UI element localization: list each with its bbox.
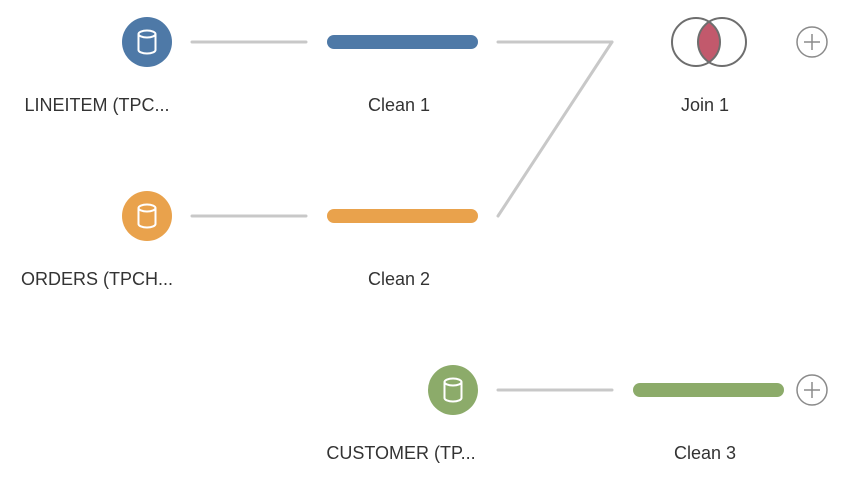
connector-clean2-join1 bbox=[496, 40, 614, 218]
join-label[interactable]: Join 1 bbox=[680, 95, 730, 115]
database-icon bbox=[137, 29, 157, 55]
clean-label-3[interactable]: Clean 3 bbox=[673, 443, 737, 463]
add-step-button-join1[interactable] bbox=[796, 26, 828, 58]
input-label-lineitem[interactable]: LINEITEM (TPC... bbox=[24, 95, 170, 115]
add-step-button-clean3[interactable] bbox=[796, 374, 828, 406]
database-icon bbox=[137, 203, 157, 229]
input-node-customer[interactable] bbox=[428, 365, 478, 415]
input-node-lineitem[interactable] bbox=[122, 17, 172, 67]
input-node-orders[interactable] bbox=[122, 191, 172, 241]
input-node-orders-circle bbox=[122, 191, 172, 241]
input-label-orders[interactable]: ORDERS (TPCH... bbox=[20, 269, 174, 289]
connectors bbox=[190, 40, 614, 392]
clean-step-3[interactable] bbox=[633, 383, 784, 397]
clean-step-1-bar bbox=[327, 35, 478, 49]
clean-step-3-bar bbox=[633, 383, 784, 397]
clean-label-1[interactable]: Clean 1 bbox=[367, 95, 431, 115]
clean-step-1[interactable] bbox=[327, 35, 478, 49]
input-node-lineitem-circle bbox=[122, 17, 172, 67]
join-node[interactable] bbox=[671, 17, 747, 67]
database-icon bbox=[443, 377, 463, 403]
clean-label-2[interactable]: Clean 2 bbox=[367, 269, 431, 289]
input-label-customer[interactable]: CUSTOMER (TP... bbox=[326, 443, 476, 463]
input-node-customer-circle bbox=[428, 365, 478, 415]
clean-step-2-bar bbox=[327, 209, 478, 223]
inner-join-icon bbox=[671, 17, 747, 67]
clean-step-2[interactable] bbox=[327, 209, 478, 223]
